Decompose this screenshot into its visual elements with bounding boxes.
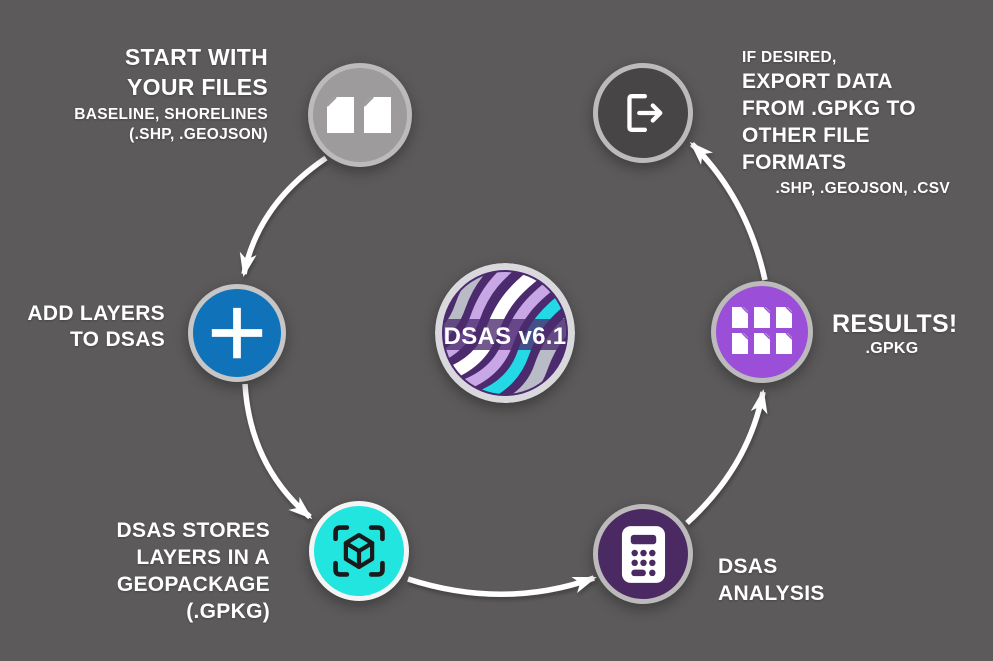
caption-line: LAYERS IN A bbox=[136, 546, 270, 569]
caption-line: ADD LAYERS bbox=[27, 302, 165, 325]
caption-line: RESULTS! bbox=[832, 310, 958, 338]
caption-line: GEOPACKAGE bbox=[116, 573, 270, 596]
dsas-logo: DSAS v6.1 bbox=[435, 263, 575, 403]
results-node bbox=[711, 281, 813, 383]
results-caption: RESULTS! .GPKG bbox=[832, 310, 958, 360]
arrow-geopackage-to-analysis bbox=[407, 575, 597, 597]
documents-grid-icon bbox=[732, 306, 793, 354]
geopackage-caption: DSAS STORES LAYERS IN A GEOPACKAGE (.GPK… bbox=[117, 517, 270, 625]
analysis-caption: DSAS ANALYSIS bbox=[718, 553, 825, 607]
caption-line: (.GPKG) bbox=[186, 600, 270, 623]
caption-line: TO DSAS bbox=[69, 328, 165, 351]
calculator-icon bbox=[621, 525, 665, 583]
analysis-node bbox=[593, 504, 693, 604]
add-layers-caption: ADD LAYERS TO DSAS bbox=[27, 301, 165, 353]
caption-line: YOUR FILES bbox=[126, 74, 268, 100]
caption-line: DSAS STORES bbox=[116, 519, 270, 542]
start-files-node bbox=[308, 63, 412, 167]
caption-line: START WITH bbox=[124, 44, 268, 70]
arrow-add-to-geopackage bbox=[242, 383, 313, 520]
arrow-start-to-add bbox=[239, 155, 328, 277]
caption-line: FROM .GPKG TO bbox=[742, 97, 916, 120]
caption-line: ANALYSIS bbox=[718, 582, 825, 605]
caption-subline: BASELINE, SHORELINES bbox=[74, 106, 268, 123]
caption-line: DSAS bbox=[718, 555, 778, 578]
plus-icon bbox=[211, 307, 263, 359]
add-layers-node bbox=[188, 284, 286, 382]
export-icon bbox=[627, 94, 663, 132]
logo-label: DSAS v6.1 bbox=[444, 323, 567, 350]
caption-subline: IF DESIRED, bbox=[742, 49, 837, 66]
arrow-results-to-export bbox=[689, 141, 768, 281]
caption-subline: .SHP, .GEOJSON, .CSV bbox=[775, 180, 950, 197]
documents-icon bbox=[326, 96, 391, 133]
caption-subline: (.SHP, .GEOJSON) bbox=[129, 126, 268, 143]
cube-scan-icon bbox=[333, 525, 385, 577]
start-files-caption: START WITH YOUR FILES BASELINE, SHORELIN… bbox=[74, 42, 268, 145]
export-caption: IF DESIRED, EXPORT DATA FROM .GPKG TO OT… bbox=[742, 48, 950, 199]
geopackage-node bbox=[309, 501, 409, 601]
export-node bbox=[593, 63, 693, 163]
arrow-analysis-to-results bbox=[685, 389, 768, 526]
caption-line: EXPORT DATA bbox=[742, 70, 893, 93]
caption-line: OTHER FILE FORMATS bbox=[742, 124, 870, 174]
caption-subline: .GPKG bbox=[865, 340, 919, 357]
